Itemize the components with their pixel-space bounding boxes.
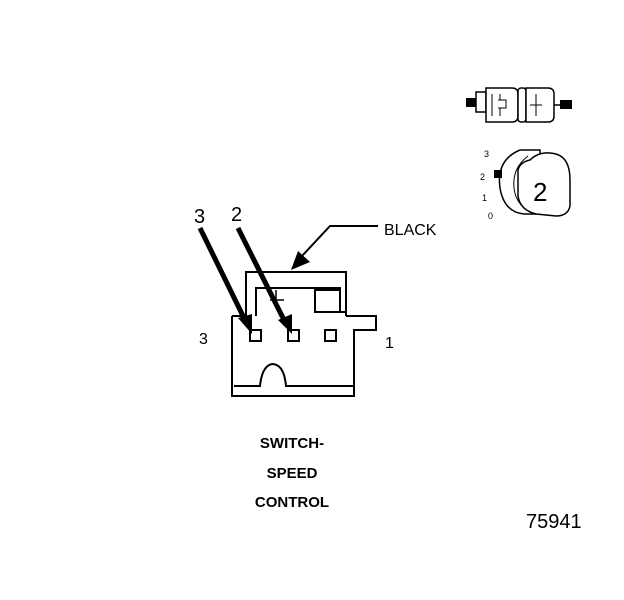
terminal-cavity-3 [249, 329, 262, 342]
terminal-cavity-2 [287, 329, 300, 342]
arrow-label-3: 3 [194, 206, 205, 228]
knob-selected-number: 2 [533, 177, 547, 207]
black-leader-arrow [301, 225, 378, 257]
knob-position-0: 0 [488, 211, 493, 221]
pointer-arrow-3 [197, 226, 252, 334]
caption-line-1: SWITCH- [260, 435, 324, 452]
terminal-cavity-1 [324, 329, 337, 342]
inline-connector-icon [466, 87, 572, 123]
side-label-right: 1 [385, 335, 394, 352]
side-label-left: 3 [199, 331, 208, 348]
knob-position-3: 3 [484, 149, 489, 159]
black-leader-arrowhead [291, 251, 310, 270]
figure-number: 75941 [526, 511, 582, 533]
connector-body [231, 271, 377, 397]
connector-color-label: BLACK [384, 222, 437, 239]
caption-line-3: CONTROL [255, 494, 329, 511]
arrow-label-2: 2 [231, 204, 242, 226]
knob-position-1: 1 [482, 193, 487, 203]
caption-line-2: SPEED [267, 465, 318, 482]
rotary-knob-icon [494, 149, 571, 217]
pointer-arrow-2 [235, 226, 292, 334]
knob-position-2: 2 [480, 172, 485, 182]
